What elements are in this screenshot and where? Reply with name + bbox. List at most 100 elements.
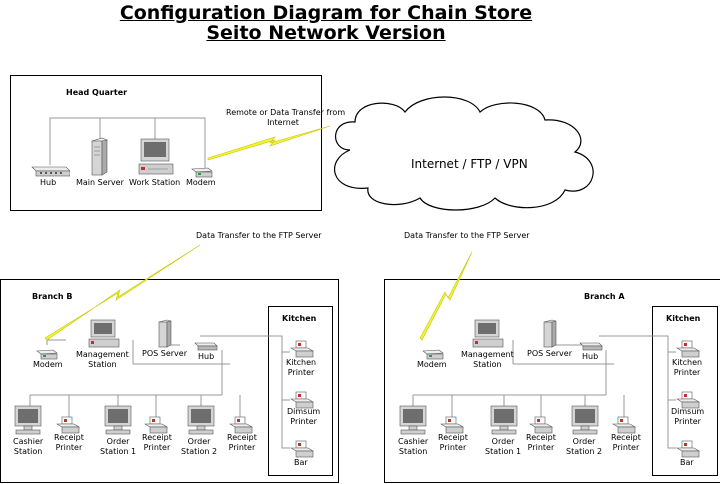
branch-a-receipt-printer-3-icon: [612, 416, 636, 434]
hq-modem-icon: [191, 167, 213, 178]
branch-a-dp-line2: Printer: [674, 417, 701, 426]
branch-a-kitchen-printer-label: Kitchen Printer: [672, 358, 702, 378]
branch-a-os1-line2: Station 1: [485, 447, 522, 456]
branch-b-dp-line1: Dimsum: [287, 407, 321, 416]
branch-a-dimsum-printer-label: Dimsum Printer: [671, 407, 704, 427]
branch-b-rp2-line1: Receipt: [142, 433, 172, 442]
branch-a-dimsum-printer-icon: [676, 391, 700, 409]
branch-a-mgmt-line1: Management: [461, 350, 514, 359]
remote-caption-line1: Remote or Data Transfer from: [226, 108, 346, 117]
branch-b-order-station-2-icon: [187, 405, 215, 435]
branch-a-modem-label: Modem: [417, 360, 447, 369]
branch-b-modem-icon: [36, 349, 58, 360]
branch-b-receipt-printer-1-label: Receipt Printer: [54, 433, 84, 453]
branch-b-cashier-line2: Station: [13, 447, 43, 456]
branch-b-os1-line2: Station 1: [100, 447, 137, 456]
branch-a-order-station-1-label: Order Station 1: [485, 437, 521, 457]
branch-b-cashier-station-icon: [14, 405, 42, 435]
branch-b-receipt-printer-3-label: Receipt Printer: [227, 433, 257, 453]
branch-a-receipt-printer-1-icon: [440, 416, 464, 434]
branch-b-receipt-printer-2-icon: [144, 416, 168, 434]
branch-b-bar-label: Bar: [294, 458, 308, 467]
branch-a-rp2-line2: Printer: [527, 443, 555, 452]
branch-a-os1-line1: Order: [491, 437, 515, 446]
branch-a-bar-label: Bar: [680, 458, 694, 467]
branch-b-mgmt-line1: Management: [76, 350, 129, 359]
branch-b-mgmt-line2: Station: [88, 360, 117, 369]
hq-workstation-label: Work Station: [129, 178, 181, 187]
cloud-label: Internet / FTP / VPN: [411, 157, 528, 171]
remote-caption: Remote or Data Transfer from Internet: [226, 108, 345, 128]
branch-b-cashier-station-label: Cashier Station: [13, 437, 43, 457]
branch-a-receipt-printer-2-label: Receipt Printer: [526, 433, 556, 453]
hq-main-server-icon: [91, 137, 108, 176]
branch-b-dp-line2: Printer: [290, 417, 317, 426]
branch-a-rp1-line2: Printer: [439, 443, 467, 452]
remote-caption-line2: Internet: [267, 118, 299, 127]
branch-b-dimsum-printer-icon: [290, 391, 314, 409]
branch-b-kp-line1: Kitchen: [286, 358, 317, 367]
branch-b-os2-line2: Station 2: [181, 447, 218, 456]
branch-a-rp2-line1: Receipt: [526, 433, 556, 442]
ftp-caption-left: Data Transfer to the FTP Server: [196, 231, 322, 240]
branch-a-pos-server-label: POS Server: [527, 349, 572, 358]
branch-a-receipt-printer-2-icon: [529, 416, 553, 434]
branch-b-rp2-line2: Printer: [143, 443, 171, 452]
branch-b-cashier-line1: Cashier: [13, 437, 44, 446]
branch-a-receipt-printer-1-label: Receipt Printer: [438, 433, 468, 453]
branch-a-hub-label: Hub: [582, 352, 599, 361]
branch-b-receipt-printer-1-icon: [56, 416, 80, 434]
branch-b-pos-server-label: POS Server: [142, 349, 187, 358]
branch-a-hub-icon: [579, 342, 603, 351]
branch-b-modem-label: Modem: [33, 360, 63, 369]
branch-a-bar-printer-icon: [676, 440, 700, 458]
branch-a-rp3-line2: Printer: [612, 443, 640, 452]
hq-workstation-icon: [138, 138, 174, 175]
branch-a-modem-icon: [422, 349, 444, 360]
branch-a-cashier-line1: Cashier: [398, 437, 429, 446]
branch-b-dimsum-printer-label: Dimsum Printer: [287, 407, 320, 427]
branch-a-heading: Branch A: [584, 292, 625, 301]
branch-a-cashier-station-label: Cashier Station: [398, 437, 428, 457]
branch-a-os2-line1: Order: [572, 437, 596, 446]
branch-a-mgmt-line2: Station: [473, 360, 502, 369]
branch-a-dp-line1: Dimsum: [671, 407, 705, 416]
branch-a-kitchen-heading: Kitchen: [666, 314, 701, 323]
hq-modem-label: Modem: [186, 178, 216, 187]
branch-a-cashier-station-icon: [399, 405, 427, 435]
branch-a-os2-line2: Station 2: [566, 447, 603, 456]
branch-b-order-station-2-label: Order Station 2: [181, 437, 217, 457]
branch-b-heading: Branch B: [32, 292, 73, 301]
branch-a-order-station-1-icon: [490, 405, 518, 435]
branch-b-rp3-line2: Printer: [228, 443, 256, 452]
branch-a-kp-line2: Printer: [673, 368, 701, 377]
branch-b-management-station-label: Management Station: [76, 350, 129, 370]
branch-a-kp-line1: Kitchen: [672, 358, 703, 367]
diagram-title: Configuration Diagram for Chain Store: [119, 2, 533, 24]
branch-b-kitchen-printer-label: Kitchen Printer: [286, 358, 316, 378]
branch-a-order-station-2-icon: [571, 405, 599, 435]
hq-hub-icon: [31, 166, 70, 177]
branch-b-management-station-icon: [88, 319, 120, 348]
branch-b-receipt-printer-3-icon: [229, 416, 253, 434]
branch-a-pos-server-icon: [543, 319, 557, 348]
branch-b-bar-printer-icon: [290, 440, 314, 458]
branch-b-order-station-1-label: Order Station 1: [100, 437, 136, 457]
hq-hub-label: Hub: [40, 178, 57, 187]
branch-a-kitchen-box: [652, 306, 718, 476]
branch-a-management-station-label: Management Station: [461, 350, 514, 370]
ftp-caption-right: Data Transfer to the FTP Server: [404, 231, 530, 240]
branch-b-hub-label: Hub: [198, 352, 215, 361]
branch-a-cashier-line2: Station: [398, 447, 428, 456]
branch-b-wires: [29, 335, 290, 449]
branch-b-kp-line2: Printer: [287, 368, 315, 377]
branch-a-management-station-icon: [472, 319, 504, 348]
branch-b-os2-line1: Order: [187, 437, 211, 446]
hq-wires: [49, 117, 206, 168]
hq-heading: Head Quarter: [66, 88, 128, 97]
branch-b-os1-line1: Order: [106, 437, 130, 446]
branch-b-receipt-printer-2-label: Receipt Printer: [142, 433, 172, 453]
branch-b-kitchen-printer-icon: [290, 340, 314, 358]
branch-a-kitchen-printer-icon: [676, 340, 700, 358]
